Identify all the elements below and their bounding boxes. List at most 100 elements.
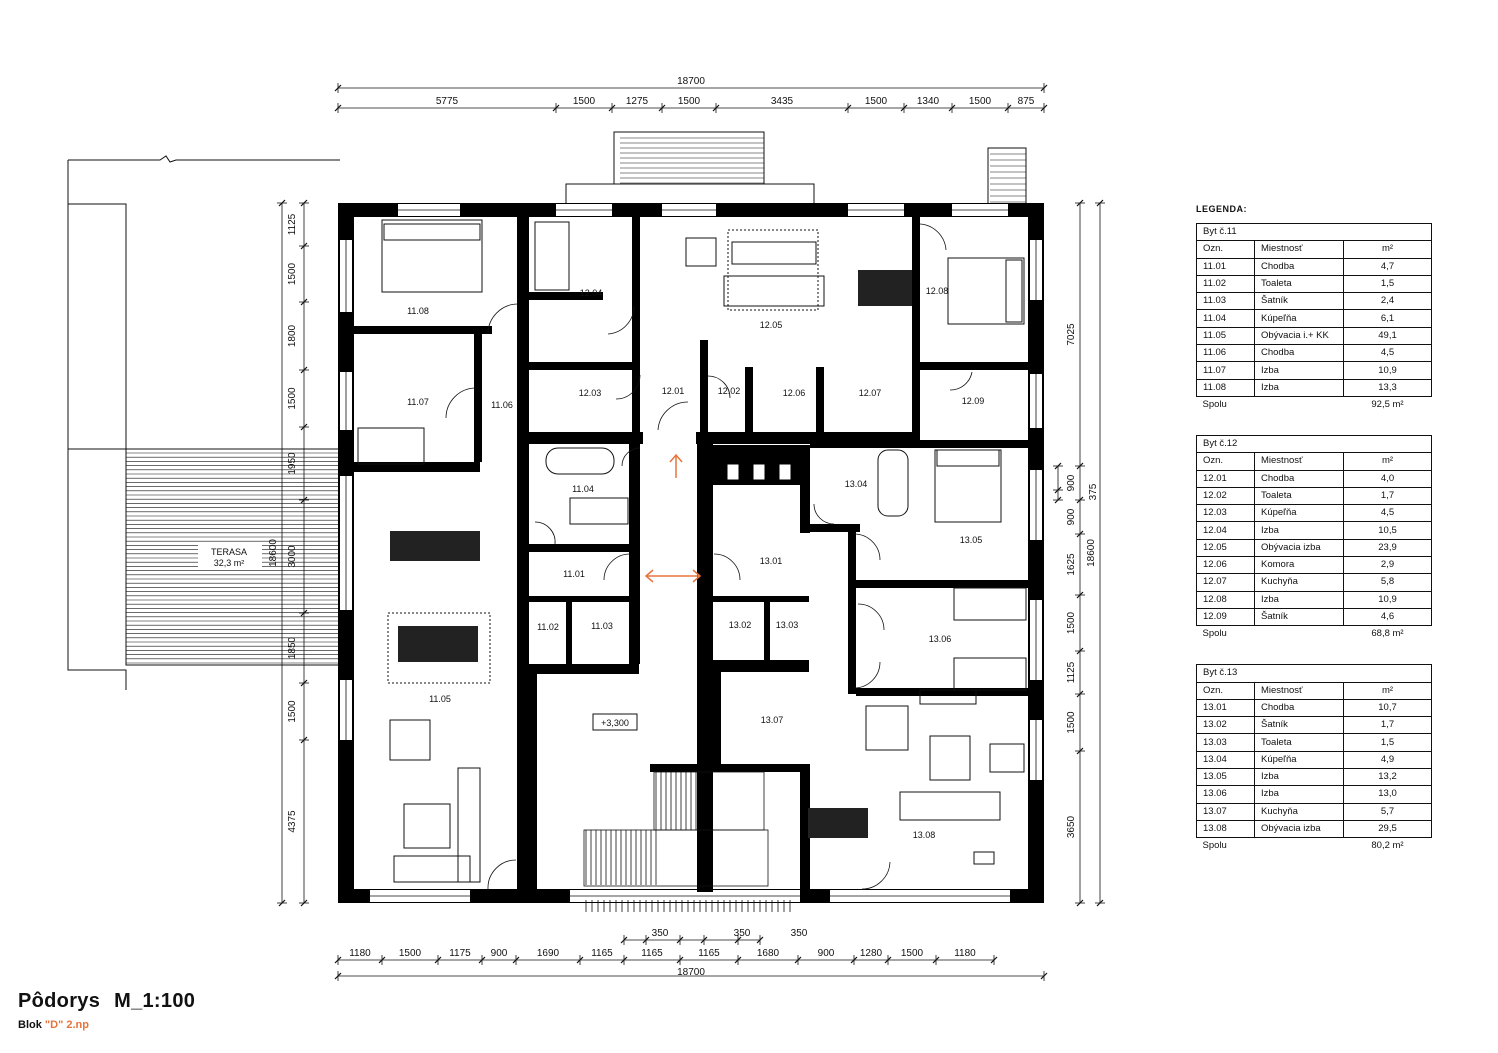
dimension-label: 18600 xyxy=(1086,539,1097,567)
room-code: 12.03 xyxy=(1196,504,1255,523)
apartment-name: Byt č.11 xyxy=(1196,222,1432,242)
room-code: 12.06 xyxy=(1196,556,1255,575)
room-area: 10,7 xyxy=(1343,698,1432,718)
room-name: Izba xyxy=(1254,521,1344,540)
room-area: 13,0 xyxy=(1343,785,1432,804)
room-code: 13.01 xyxy=(1196,698,1255,718)
room-label: 13.05 xyxy=(960,535,983,545)
dimension-label: 900 xyxy=(491,948,508,959)
level-mark: +3,300 xyxy=(601,718,629,728)
block-label: "D" 2.np xyxy=(44,1019,89,1031)
apartment-name: Byt č.12 xyxy=(1196,434,1432,454)
apartment-total: 92,5 m² xyxy=(1371,398,1404,410)
room-label: 12.09 xyxy=(962,396,985,406)
room-area: 1,7 xyxy=(1343,486,1432,506)
col-room: Miestnosť xyxy=(1254,452,1344,471)
title-scale: M_1:100 xyxy=(114,990,196,1012)
room-code: 13.06 xyxy=(1196,785,1255,804)
room-label: 11.03 xyxy=(591,621,613,631)
room-code: 11.05 xyxy=(1196,326,1255,346)
room-code: 11.06 xyxy=(1196,344,1255,363)
dimension-label: 5775 xyxy=(436,96,459,107)
room-label: 12.04 xyxy=(580,288,603,298)
room-code: 12.02 xyxy=(1196,486,1255,506)
dimension-label: 3000 xyxy=(287,545,298,568)
apartment-total: 80,2 m² xyxy=(1371,840,1404,852)
room-area: 4,0 xyxy=(1343,469,1432,488)
dimension-label: 3650 xyxy=(1066,815,1077,838)
windows xyxy=(340,204,1042,902)
dimension-label: 18600 xyxy=(268,539,279,567)
room-label: 12.03 xyxy=(579,388,602,398)
room-label: 13.02 xyxy=(729,620,752,630)
room-area: 13,3 xyxy=(1343,378,1432,397)
dimension-label: 1950 xyxy=(287,452,298,475)
room-name: Izba xyxy=(1254,361,1344,380)
block-prefix: Blok xyxy=(18,1019,45,1031)
dimension-label: 1180 xyxy=(349,948,371,959)
terrace: TERASA 32,3 m² xyxy=(67,155,341,690)
room-name: Toaleta xyxy=(1254,486,1344,506)
room-name: Toaleta xyxy=(1254,274,1344,294)
room-name: Kúpeľňa xyxy=(1254,750,1344,770)
apartment-total: 68,8 m² xyxy=(1371,628,1404,640)
terrace-label: TERASA xyxy=(211,547,247,557)
room-code: 13.05 xyxy=(1196,768,1255,787)
room-area: 4,5 xyxy=(1343,344,1432,363)
room-name: Kuchyňa xyxy=(1254,802,1344,821)
room-label: 13.06 xyxy=(929,634,952,644)
dimension-label: 1165 xyxy=(698,948,720,959)
room-code: 11.08 xyxy=(1196,378,1255,397)
dimension-label: 1680 xyxy=(757,948,780,959)
dimension-label: 375 xyxy=(1088,483,1099,500)
staircase xyxy=(583,771,791,912)
col-code: Ozn. xyxy=(1196,452,1255,471)
dimension-label: 1500 xyxy=(1066,611,1077,634)
room-name: Kúpeľňa xyxy=(1254,504,1344,523)
room-code: 13.02 xyxy=(1196,716,1255,735)
dimension-label: 3435 xyxy=(771,96,794,107)
doors xyxy=(445,223,973,890)
dimension-label: 1180 xyxy=(954,948,976,959)
room-area: 10,9 xyxy=(1343,361,1432,380)
room-name: Chodba xyxy=(1254,698,1344,718)
room-area: 10,9 xyxy=(1343,590,1432,609)
room-label: 13.03 xyxy=(776,620,799,630)
dimension-label: 1690 xyxy=(537,948,560,959)
entry-arrows xyxy=(644,453,702,583)
col-room: Miestnosť xyxy=(1254,681,1344,700)
room-name: Chodba xyxy=(1254,344,1344,363)
room-name: Chodba xyxy=(1254,257,1344,276)
furniture xyxy=(357,219,1027,883)
room-label: 11.08 xyxy=(407,306,429,316)
dimension-label: 1275 xyxy=(626,96,649,107)
room-name: Obývacia izba xyxy=(1254,538,1344,558)
room-area: 4,5 xyxy=(1343,504,1432,523)
room-label: 11.01 xyxy=(563,569,585,579)
room-name: Komora xyxy=(1254,556,1344,575)
dimension-label: 1165 xyxy=(591,948,613,959)
total-label: Spolu xyxy=(1202,398,1227,410)
balconies xyxy=(565,131,1027,205)
room-area: 1,5 xyxy=(1343,274,1432,294)
dimension-label: 1500 xyxy=(901,948,924,959)
dimension-label: 1500 xyxy=(399,948,422,959)
dimension-label: 900 xyxy=(818,948,835,959)
room-area: 4,9 xyxy=(1343,750,1432,770)
room-label: 11.05 xyxy=(429,694,451,704)
